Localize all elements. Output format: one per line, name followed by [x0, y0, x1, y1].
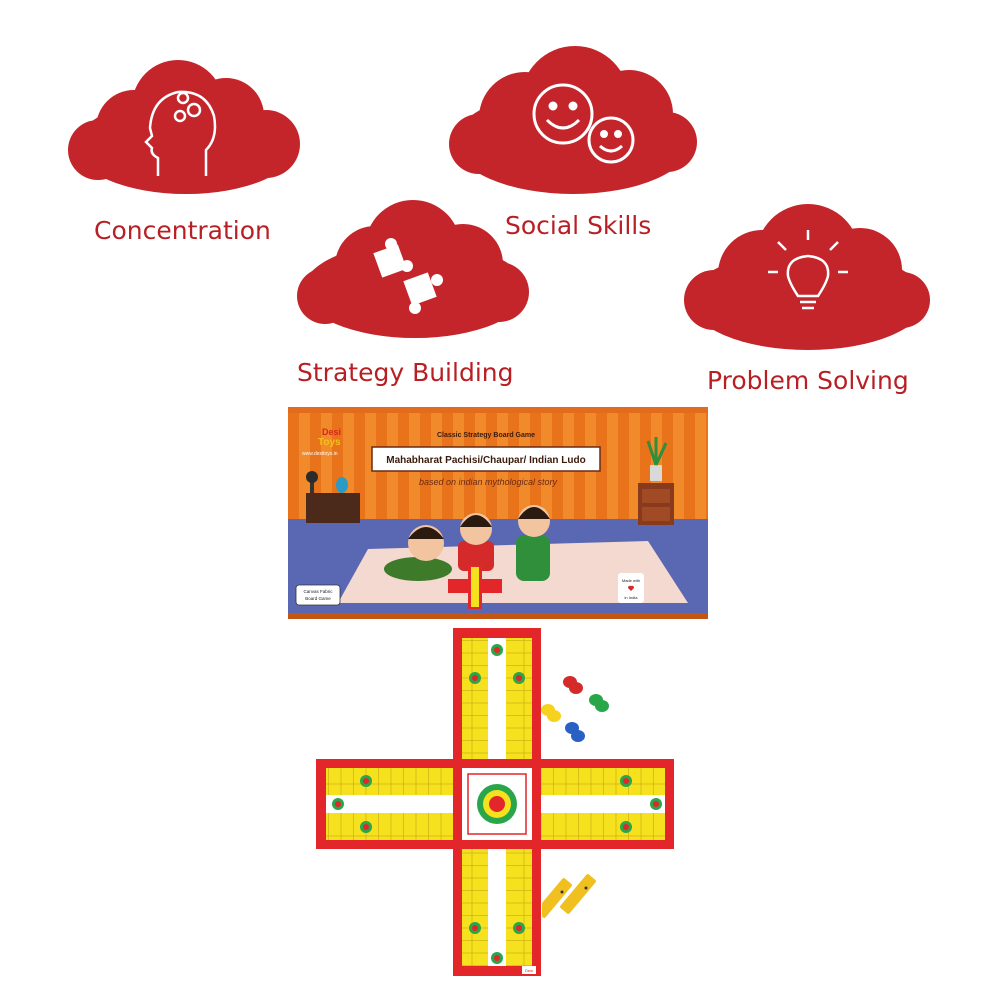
product-box: Mahabharat Pachisi/Chaupar/ Indian Ludo … — [288, 407, 708, 619]
kids-illustration — [384, 505, 550, 609]
green-pawns — [589, 694, 609, 712]
box-title: Mahabharat Pachisi/Chaupar/ Indian Ludo — [386, 455, 585, 466]
box-subtitle: Classic Strategy Board Game — [437, 432, 535, 439]
red-pawns — [563, 676, 583, 694]
skill-label-concentration: Concentration — [94, 216, 271, 245]
smiley-faces-icon — [532, 83, 635, 164]
problem-solving-cloud — [680, 200, 935, 360]
board-tag: Desi — [525, 968, 533, 973]
svg-text:Toys: Toys — [318, 437, 341, 448]
canvas-badge-line1: Canvas Fabric — [303, 589, 333, 594]
blue-pawns — [565, 722, 585, 742]
box-tagline: based on indian mythological story — [419, 477, 558, 487]
canvas-badge-line2: Board Game — [305, 596, 331, 601]
social-skills-cloud — [445, 44, 700, 204]
made-badge-line1: Made with — [622, 578, 640, 583]
skill-label-strategy-building: Strategy Building — [297, 358, 514, 387]
pachisi-board: Desi — [316, 628, 686, 986]
game-pieces — [536, 672, 616, 752]
heart-icon — [627, 585, 635, 591]
svg-text:Desi: Desi — [322, 427, 341, 437]
head-gears-icon — [144, 90, 217, 176]
box-website: www.desitoys.in — [302, 451, 338, 457]
puzzle-pieces-icon — [373, 238, 443, 314]
desi-toys-logo: Desi Toys www.desitoys.in — [302, 427, 341, 457]
made-badge-line2: in India — [625, 595, 639, 600]
concentration-cloud — [66, 58, 306, 208]
dice-sticks — [542, 856, 612, 926]
skill-label-problem-solving: Problem Solving — [707, 366, 909, 395]
skill-label-social-skills: Social Skills — [505, 211, 652, 240]
strategy-building-cloud — [295, 196, 535, 346]
yellow-pawns — [541, 704, 561, 722]
light-bulb-icon — [768, 230, 848, 310]
